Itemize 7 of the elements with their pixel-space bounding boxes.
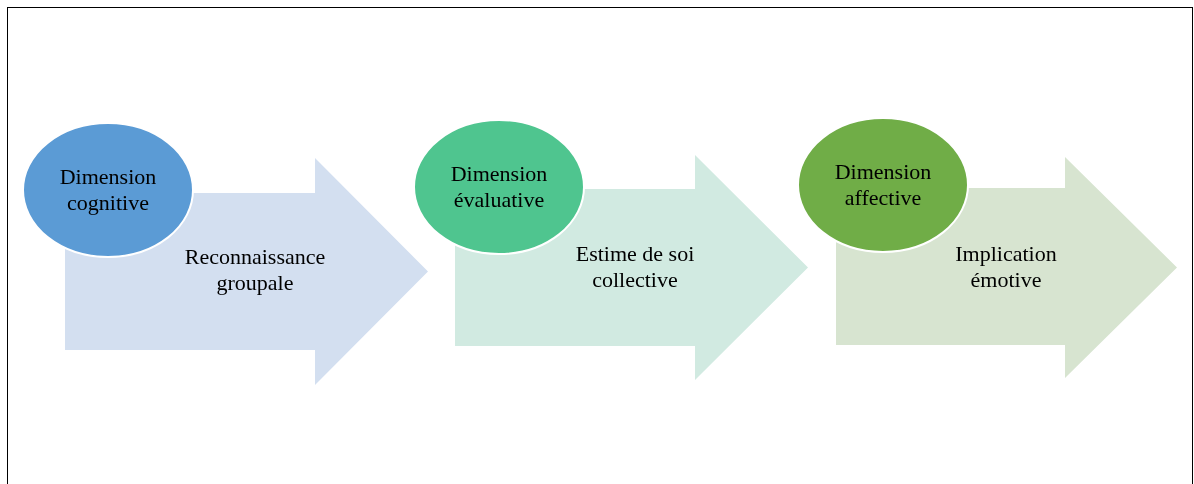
arrow-label: Reconnaissance groupale [183, 242, 327, 297]
arrow-label: Implication émotive [954, 239, 1058, 294]
block-arrow [836, 157, 1177, 378]
circle-label: Dimension affective [833, 157, 933, 212]
arrow-label: Estime de soi collective [574, 239, 696, 294]
circle-label: Dimension évaluative [449, 159, 549, 214]
circle-label: Dimension cognitive [58, 162, 158, 217]
